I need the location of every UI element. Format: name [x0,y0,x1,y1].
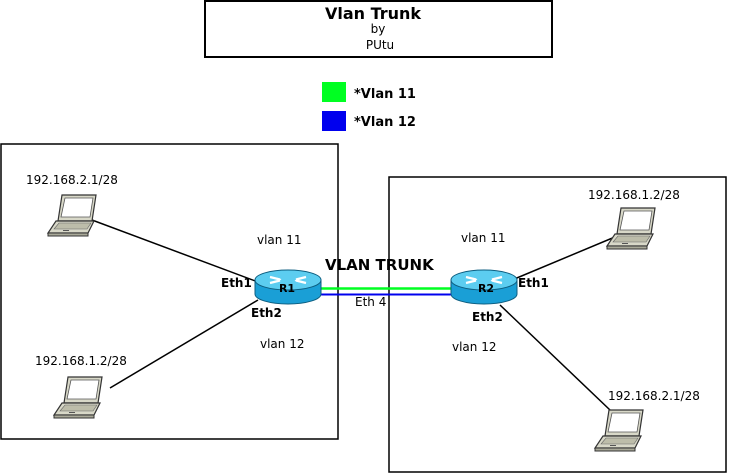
laptop-icon-right-bottom [594,409,644,452]
laptop-icon-right-top [606,207,656,250]
vlan-label-right-top: vlan 11 [461,231,505,245]
laptop-icon-left-bottom [53,376,103,419]
vlan-label-left-bottom: vlan 12 [260,337,304,351]
title-by: by [371,22,386,36]
link-r1-laptop-top [91,219,259,283]
host-ip-right-bottom: 192.168.2.1/28 [608,389,700,403]
title-author: PUtu [366,38,394,52]
router-label-r2: R2 [478,282,494,295]
laptop-icon-left-top [47,194,97,237]
link-r1-laptop-bottom [109,299,259,389]
link-r2-laptop-top [511,233,623,281]
port-label-r2-eth2: Eth2 [472,310,503,324]
title-main: Vlan Trunk [325,4,421,23]
host-ip-right-top: 192.168.1.2/28 [588,188,680,202]
right-site-box [388,176,727,473]
legend-label-vlan11: *Vlan 11 [354,87,416,102]
title-box [204,0,553,58]
port-label-r2-eth1: Eth1 [518,276,549,290]
host-ip-left-bottom: 192.168.1.2/28 [35,354,127,368]
link-r2-laptop-bottom [499,304,611,411]
legend-label-vlan12: *Vlan 12 [354,115,416,130]
vlan-label-left-top: vlan 11 [257,233,301,247]
left-site-box [0,143,339,440]
vlan-label-right-bottom: vlan 12 [452,340,496,354]
legend-swatch-vlan11 [322,82,346,102]
legend-swatch-vlan12 [322,111,346,131]
trunk-label: VLAN TRUNK [325,256,435,274]
trunk-port-label: Eth 4 [355,295,386,309]
router-label-r1: R1 [279,282,295,295]
host-ip-left-top: 192.168.2.1/28 [26,173,118,187]
port-label-r1-eth2: Eth2 [251,306,282,320]
port-label-r1-eth1: Eth1 [221,276,252,290]
